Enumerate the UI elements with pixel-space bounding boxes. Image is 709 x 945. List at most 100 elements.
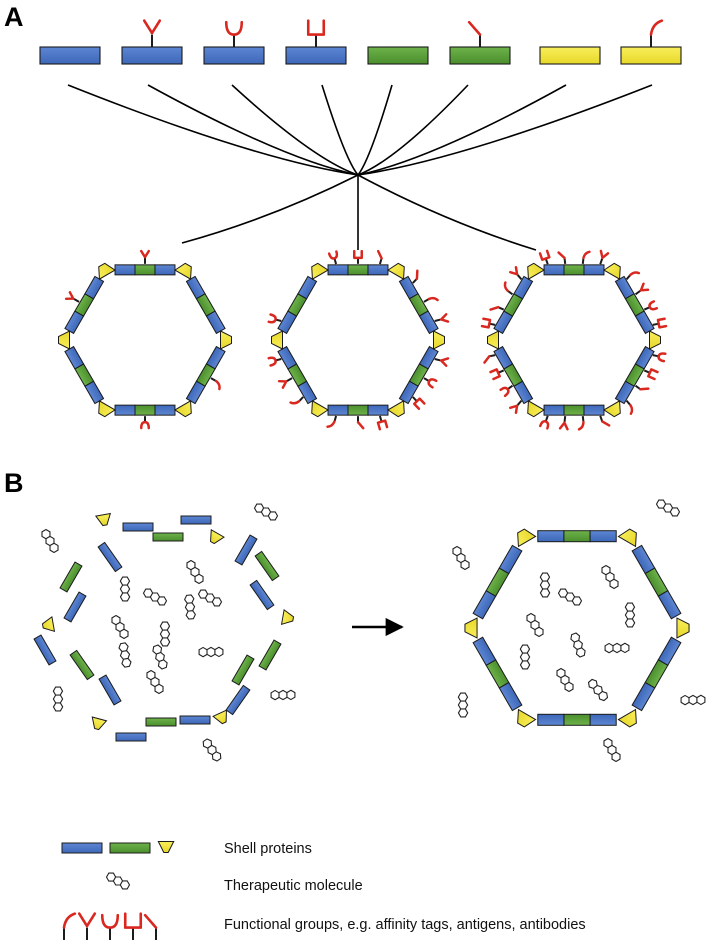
therapeutic-molecule — [519, 644, 531, 670]
hexagonal-shell — [464, 528, 690, 728]
building-block-row — [39, 19, 682, 65]
yellow-vertex-protein — [311, 262, 329, 280]
blue-shell-protein — [179, 715, 211, 725]
fan-line — [357, 84, 469, 176]
antibody-functional-group-icon — [509, 399, 523, 414]
blue-shell-protein — [589, 530, 617, 543]
yellow-vertex-protein — [527, 262, 545, 280]
blue-shell-protein — [297, 275, 318, 300]
legend-green-protein — [109, 842, 151, 854]
green-shell-protein — [347, 404, 369, 416]
yellow-vertex-protein — [98, 400, 116, 418]
green-shell-protein — [563, 713, 591, 726]
legend-shell-proteins-swatch — [61, 841, 175, 854]
green-shell-protein — [563, 404, 585, 416]
yellow-vertex-protein — [311, 400, 329, 418]
yellow-vertex-protein — [174, 400, 192, 418]
green-shell-protein — [59, 561, 83, 593]
therapeutic-molecule — [142, 588, 168, 606]
cup-functional-group-icon — [539, 415, 550, 430]
green-shell-protein — [152, 532, 184, 542]
green-shell-protein — [145, 717, 177, 727]
blue-shell-protein — [277, 345, 298, 370]
yellow-shell-protein — [210, 528, 225, 545]
building-block-green — [367, 46, 429, 65]
therapeutic-molecule — [41, 528, 59, 554]
cup-functional-group-icon — [423, 377, 438, 389]
tilt-functional-group-icon — [376, 249, 383, 265]
fork-functional-group-icon — [412, 396, 426, 410]
yellow-vertex-protein — [517, 528, 537, 548]
blue-shell-protein — [472, 589, 497, 620]
yellow-shell-protein — [94, 512, 112, 527]
legend-tilt-icon — [143, 913, 158, 940]
fork-functional-group-icon — [538, 249, 551, 265]
hook-functional-group-icon — [503, 281, 514, 296]
hook-functional-group-icon — [625, 399, 634, 415]
green-shell-protein — [134, 264, 156, 276]
blue-shell-protein — [33, 634, 57, 666]
therapeutic-molecule — [655, 499, 681, 517]
antibody-functional-group-icon — [634, 282, 650, 296]
green-shell-protein — [231, 654, 255, 686]
green-shell-protein — [254, 550, 280, 582]
antibody-functional-group-icon — [140, 249, 150, 264]
blue-shell-protein — [234, 534, 258, 566]
antibody-functional-group-icon — [599, 249, 610, 265]
yellow-shell-protein — [280, 608, 295, 626]
cup-functional-group-icon — [643, 300, 659, 311]
antibody-functional-group-icon — [434, 313, 450, 323]
legend-functional-groups-label: Functional groups, e.g. affinity tags, a… — [224, 917, 586, 933]
fork-functional-group-icon — [643, 368, 659, 381]
blue-shell-protein — [114, 404, 136, 416]
yellow-vertex-protein — [387, 262, 405, 280]
therapeutic-molecule — [52, 686, 64, 712]
blue-shell-protein — [327, 264, 349, 276]
therapeutic-molecule — [539, 572, 551, 598]
legend: Shell proteins Therapeutic molecule Func… — [61, 841, 586, 940]
blue-shell-protein — [115, 732, 147, 742]
fan-line — [357, 84, 567, 176]
yellow-vertex-protein — [603, 400, 621, 418]
yellow-shell-protein — [212, 709, 227, 725]
blue-shell-protein — [589, 713, 617, 726]
building-block-green-tilt — [449, 20, 511, 65]
yellow-vertex-protein — [527, 400, 545, 418]
building-block-blue-fork — [285, 19, 347, 65]
antibody-functional-group-icon — [558, 415, 569, 431]
hook-functional-group-icon — [326, 415, 338, 428]
green-shell-protein — [563, 530, 591, 543]
blue-shell-protein — [63, 591, 87, 623]
blue-shell-protein — [180, 515, 212, 525]
yellow-vertex-protein — [603, 262, 621, 280]
yellow-vertex-protein — [271, 330, 283, 350]
hook-functional-group-icon — [423, 296, 439, 303]
legend-therapeutic-molecule-icon — [105, 872, 131, 890]
assembly-fan-lines — [67, 84, 653, 251]
blue-shell-protein — [543, 264, 565, 276]
hook-functional-group-icon — [289, 396, 304, 405]
hexagonal-shell — [58, 249, 232, 430]
antibody-functional-group-icon — [434, 357, 450, 367]
blue-shell-protein — [64, 345, 85, 370]
blue-shell-protein — [537, 530, 565, 543]
blue-shell-protein — [327, 404, 349, 416]
hook-functional-group-icon — [210, 377, 221, 391]
blue-shell-protein — [205, 310, 226, 335]
therapeutic-molecule — [197, 589, 223, 607]
blue-shell-protein — [513, 275, 534, 300]
therapeutic-molecule — [202, 738, 222, 762]
functionalized-shells — [58, 249, 668, 431]
fan-line — [321, 84, 359, 176]
blue-shell-protein — [367, 264, 389, 276]
therapeutic-molecule — [198, 646, 224, 658]
green-shell-protein — [258, 639, 282, 671]
blue-shell-protein — [418, 310, 439, 335]
blue-shell-protein — [657, 589, 682, 620]
therapeutic-molecule — [111, 614, 129, 640]
blue-shell-protein — [185, 380, 206, 405]
therapeutic-molecule — [570, 632, 586, 658]
blue-shell-protein — [97, 541, 123, 573]
panel-a-label: A — [4, 2, 24, 32]
fork-functional-group-icon — [480, 317, 496, 329]
